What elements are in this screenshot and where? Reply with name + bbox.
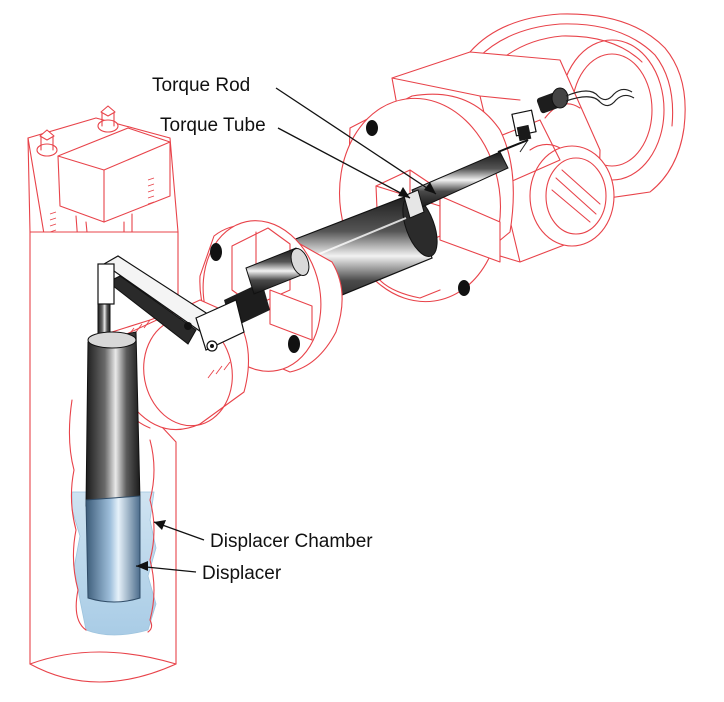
displacer-label: Displacer bbox=[202, 563, 282, 584]
torque-tube-label: Torque Tube bbox=[160, 115, 266, 136]
torque-arm bbox=[97, 255, 245, 352]
displacer bbox=[85, 267, 141, 603]
torque-rod-label: Torque Rod bbox=[152, 75, 251, 96]
displacer-chamber-head bbox=[27, 105, 179, 271]
position-sensor bbox=[511, 87, 635, 153]
displacer-chamber-label: Displacer Chamber bbox=[210, 531, 373, 552]
leader-lines bbox=[135, 87, 437, 573]
torque-rod-leader bbox=[275, 87, 437, 195]
torque-tube-leader bbox=[277, 127, 411, 199]
